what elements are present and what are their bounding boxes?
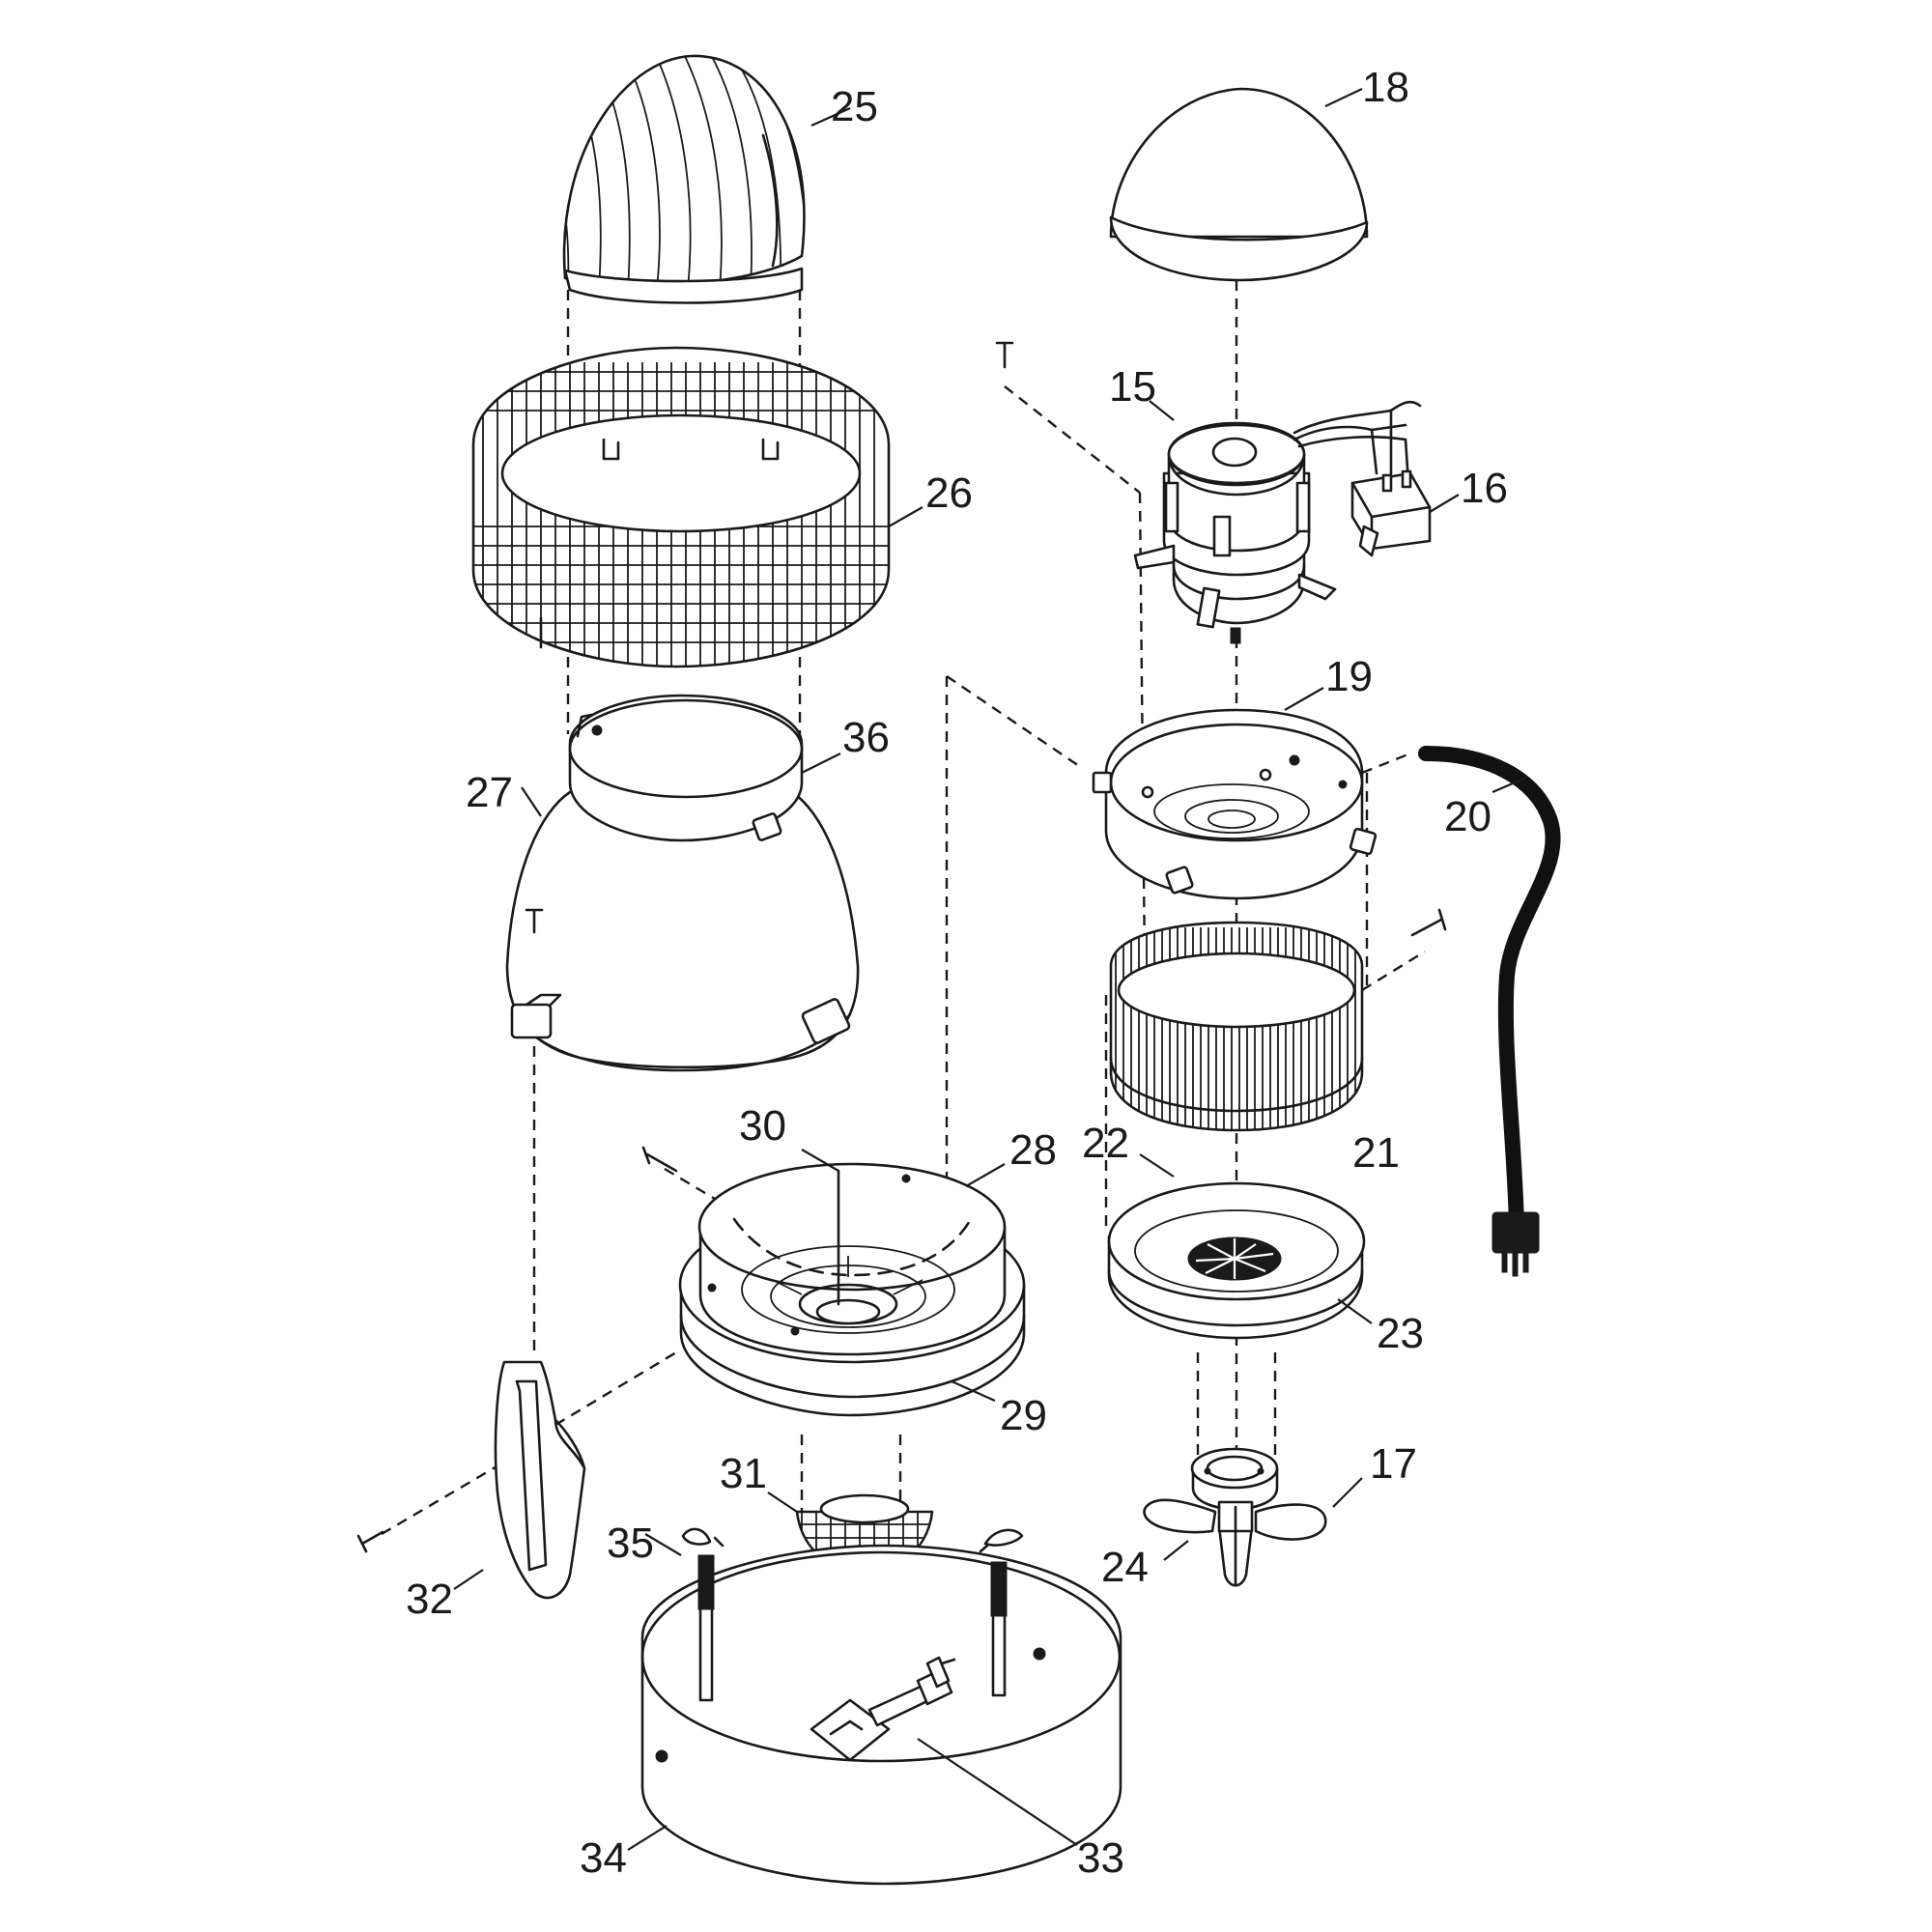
callout-23: 23 bbox=[1377, 1310, 1424, 1357]
part-35-support-posts bbox=[681, 1527, 1024, 1702]
part-15-motor bbox=[1133, 400, 1422, 644]
screw-filter bbox=[1410, 908, 1447, 937]
callout-36: 36 bbox=[842, 714, 890, 761]
leader-lines bbox=[453, 88, 1527, 1851]
part-26-grille-ring bbox=[471, 346, 891, 668]
callout-21: 21 bbox=[1352, 1129, 1400, 1177]
callout-35: 35 bbox=[607, 1520, 654, 1567]
callout-16: 16 bbox=[1461, 465, 1508, 512]
callout-32: 32 bbox=[406, 1576, 453, 1623]
part-17-fan-hub bbox=[1190, 1447, 1279, 1511]
part-16-switch bbox=[1350, 469, 1432, 557]
part-20-power-cord bbox=[1418, 746, 1561, 1277]
part-24-fan-blades bbox=[1143, 1498, 1327, 1587]
part-32-handle bbox=[494, 1360, 586, 1600]
callout-24: 24 bbox=[1101, 1544, 1149, 1591]
callout-18: 18 bbox=[1362, 64, 1409, 111]
part-30-center-well bbox=[741, 1169, 955, 1334]
part-25-striped-dome-cap bbox=[562, 54, 806, 304]
part-28-tank-wall bbox=[697, 1162, 1007, 1356]
part-23-atomizer-plate bbox=[1107, 1181, 1366, 1340]
callout-28: 28 bbox=[1009, 1126, 1057, 1174]
bowl-latch-left bbox=[510, 1003, 553, 1039]
callout-29: 29 bbox=[1000, 1392, 1047, 1439]
screw-base-left bbox=[641, 1146, 678, 1173]
part-27-bowl bbox=[505, 790, 860, 1072]
callout-20: 20 bbox=[1444, 793, 1492, 840]
callout-19: 19 bbox=[1325, 653, 1373, 700]
callout-26: 26 bbox=[925, 469, 973, 517]
screw-handle bbox=[356, 1530, 384, 1553]
callout-31: 31 bbox=[720, 1450, 767, 1497]
part-19-motor-housing bbox=[1092, 708, 1378, 900]
screw-top bbox=[995, 341, 1014, 369]
callout-15: 15 bbox=[1109, 363, 1156, 411]
part-18-dome bbox=[1109, 87, 1369, 282]
callout-22: 22 bbox=[1082, 1120, 1129, 1167]
callout-34: 34 bbox=[580, 1834, 627, 1882]
callout-27: 27 bbox=[466, 769, 513, 816]
part-33-float-valve bbox=[810, 1656, 956, 1762]
callout-labels: 25 18 15 16 26 19 36 27 20 30 28 22 21 2… bbox=[406, 64, 1508, 1882]
callout-30: 30 bbox=[739, 1102, 786, 1150]
callout-17: 17 bbox=[1370, 1440, 1417, 1488]
part-21-filter-ring bbox=[1109, 921, 1364, 1132]
part-36-clamp-band bbox=[568, 694, 804, 842]
callout-25: 25 bbox=[831, 83, 878, 130]
atomizer-disc bbox=[1187, 1236, 1282, 1281]
bowl-latch-right bbox=[801, 998, 851, 1044]
callout-33: 33 bbox=[1077, 1834, 1124, 1882]
